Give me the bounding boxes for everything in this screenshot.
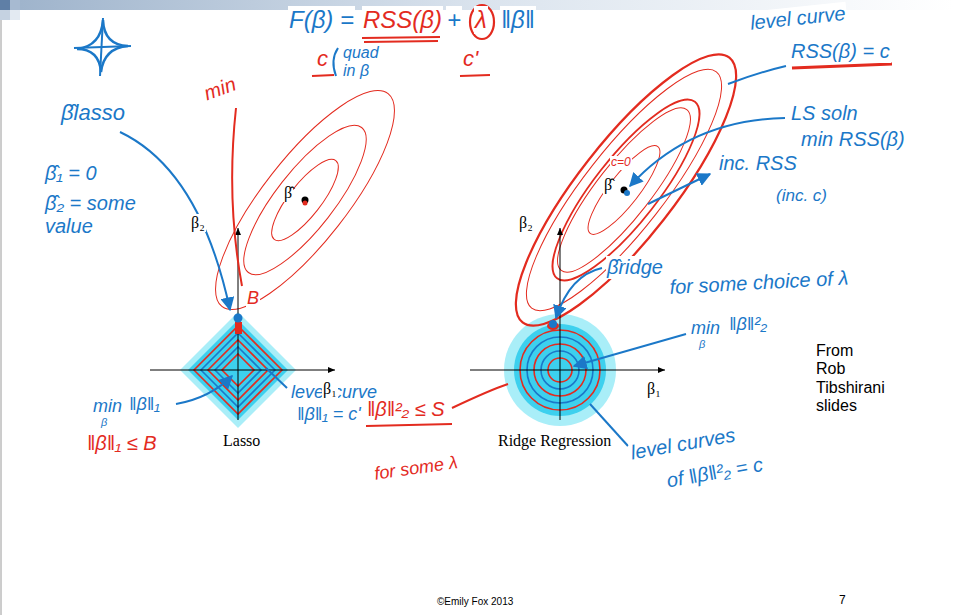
- axis-arrow: [557, 228, 563, 235]
- axis-arrow: [658, 367, 665, 373]
- rss-contours: [189, 68, 421, 332]
- annotation: quad in β: [342, 44, 388, 81]
- underline: [362, 37, 440, 38]
- annotation: RSS(β) = c: [790, 40, 891, 63]
- annotation: min RSS(β): [800, 128, 906, 151]
- axis-label: β₁: [322, 380, 338, 398]
- annotation: ‖β‖₁: [128, 394, 161, 415]
- underline: [460, 75, 490, 76]
- ls-point-mark: [624, 190, 630, 196]
- star-sketch: [74, 46, 131, 48]
- annotation: β: [100, 416, 108, 429]
- formula-part: ‖β‖: [500, 6, 536, 34]
- estimate-label: β̂: [603, 176, 613, 194]
- annotation: c: [316, 46, 329, 71]
- formula-part: +: [446, 6, 462, 34]
- estimate-label: β̂: [283, 184, 293, 202]
- contour-sketch: [485, 28, 768, 352]
- annotation: level curves: [628, 423, 738, 464]
- header-square: [10, 10, 20, 20]
- axis-label: β₁: [646, 380, 662, 398]
- underline: [792, 64, 892, 68]
- header-square: [0, 0, 10, 10]
- annotation: ‖β‖²₂ ≤ S: [366, 398, 446, 421]
- ridge-point: [549, 320, 557, 328]
- ls-point-mark: [303, 201, 308, 206]
- annotation: min: [690, 318, 721, 339]
- annotation: β̂₁ = 0: [44, 162, 98, 185]
- rss-contour: [578, 137, 669, 242]
- formula-part: RSS(β): [362, 6, 443, 34]
- underline: [364, 41, 438, 42]
- underline: [312, 75, 334, 76]
- lasso-point: [234, 314, 243, 323]
- leader-arrow: [648, 174, 710, 204]
- leader-line: [728, 66, 786, 84]
- plot-title: Ridge Regression: [497, 432, 612, 450]
- annotation: ‖β‖²₂: [728, 314, 768, 335]
- annotation: level curve: [748, 2, 847, 35]
- source-note: From Rob Tibshirani slides: [815, 342, 886, 416]
- plot-title: Lasso: [222, 432, 261, 450]
- underline: [366, 424, 452, 426]
- axis: [470, 370, 665, 371]
- annotation: ‖β‖₁ = c': [296, 404, 362, 425]
- rss-sketch: [485, 28, 768, 352]
- annotation: for some λ: [372, 452, 460, 484]
- annotation: inc. RSS: [718, 152, 798, 175]
- footer-text: ©Emily Fox 2013: [436, 596, 514, 608]
- formula-part: F(β) =: [288, 6, 355, 34]
- annotation: of ‖β‖²₂ = c: [664, 453, 766, 493]
- axis-label: β₂: [190, 214, 206, 232]
- annotation: min: [92, 396, 123, 417]
- rss-contour: [262, 151, 349, 250]
- axis: [150, 370, 335, 371]
- axis-arrow: [328, 367, 335, 373]
- rss-contour: [189, 68, 421, 332]
- annotation: c=0: [610, 156, 632, 170]
- annotation: β̂ridge: [606, 256, 664, 279]
- leader-line: [266, 368, 287, 388]
- annotation: (inc. c): [775, 186, 828, 206]
- slide-frame: [1, 20, 2, 615]
- leader-arrow: [574, 334, 686, 366]
- leader-line: [452, 384, 508, 408]
- axis-label: β₂: [518, 214, 534, 232]
- annotation: β: [698, 338, 706, 351]
- annotation: β̂lasso: [60, 100, 126, 125]
- annotation: LS soln: [790, 102, 859, 125]
- page-number: 7: [838, 594, 847, 608]
- leader-arrow: [556, 268, 602, 318]
- annotation: for some choice of λ: [668, 267, 850, 299]
- leader-arrow: [176, 376, 232, 404]
- solution-mark: [235, 322, 242, 334]
- annotation: B: [246, 288, 260, 309]
- bracket: [333, 48, 338, 76]
- header-square: [0, 10, 10, 20]
- annotation: ‖β‖₁ ≤ B: [86, 432, 158, 455]
- header-square: [10, 0, 20, 10]
- formula-part: λ: [474, 6, 488, 34]
- annotation: β̂₂ = some value: [44, 192, 156, 238]
- annotation: c': [462, 46, 479, 71]
- rss-contour: [226, 110, 385, 291]
- leader-line: [232, 108, 242, 286]
- axis: [560, 228, 561, 420]
- circle-mark: [470, 5, 494, 39]
- axis-arrow: [235, 228, 241, 235]
- annotation: min: [200, 72, 240, 105]
